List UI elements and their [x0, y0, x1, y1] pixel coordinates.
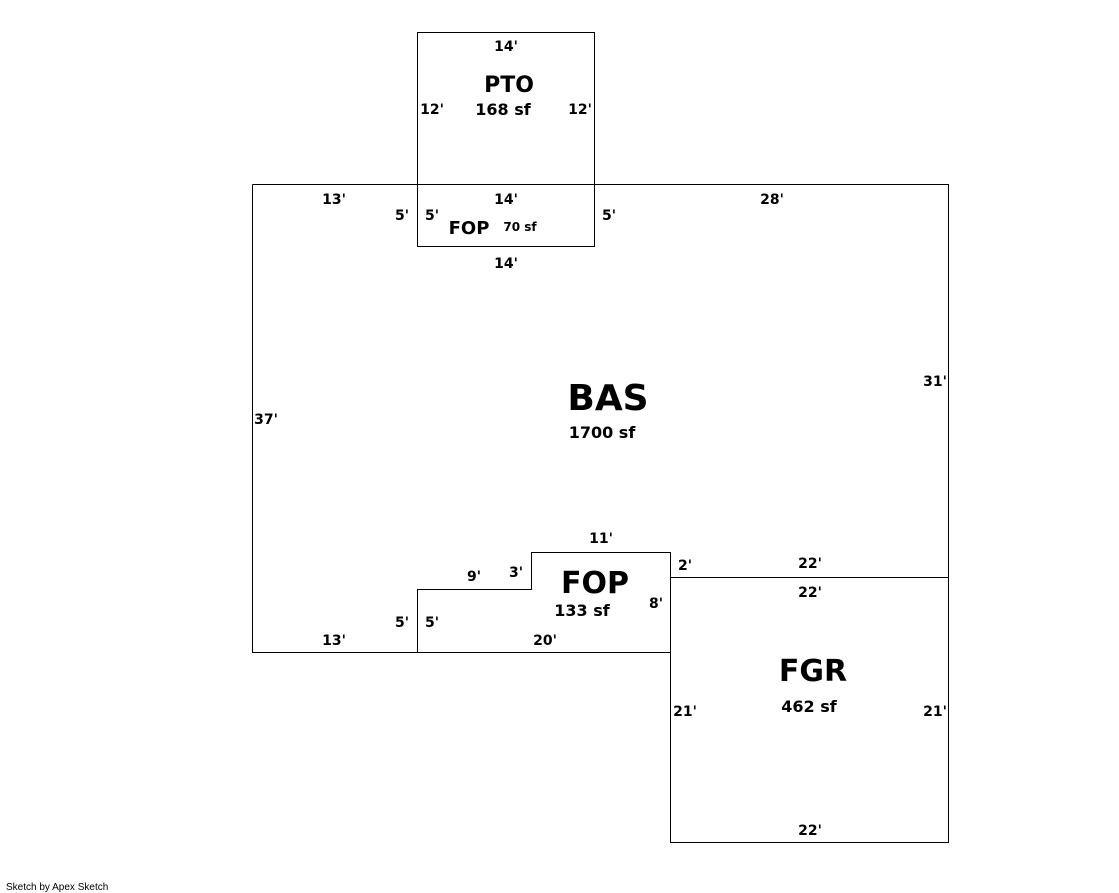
fgr-bottom-dimension: 22' [798, 823, 822, 839]
bas-area-sf: 1700 sf [569, 423, 637, 442]
fop-top-area-name: FOP [449, 218, 490, 239]
bas-right-step-dimension: 2' [678, 558, 692, 574]
pto-right-dimension: 12' [568, 102, 592, 118]
pto-top-dimension: 14' [494, 39, 518, 55]
fop-bottom-outline [417, 552, 671, 653]
fop-bottom-left-inner-dimension: 5' [425, 615, 439, 631]
fgr-area-name: FGR [779, 654, 847, 689]
fgr-outline [670, 577, 949, 843]
fop-top-area-sf: 70 sf [503, 220, 537, 234]
fop-top-bottom-dimension: 14' [494, 256, 518, 272]
fgr-right-dimension: 21' [923, 704, 947, 720]
bas-top-right-dimension: 28' [760, 192, 784, 208]
fop-bottom-left-outer-dimension: 5' [395, 615, 409, 631]
fop-top-left-outer-dimension: 5' [395, 208, 409, 224]
fgr-left-dimension: 21' [673, 704, 697, 720]
bas-left-dimension: 37' [254, 412, 278, 428]
fop-bottom-step-height-dimension: 3' [509, 565, 523, 581]
fop-bottom-area-sf: 133 sf [554, 601, 610, 620]
bas-fgr-shared-top-dimension: 22' [798, 556, 822, 572]
bas-top-left-dimension: 13' [322, 192, 346, 208]
bas-area-name: BAS [567, 378, 648, 419]
pto-area-name: PTO [484, 73, 534, 98]
fop-top-right-dimension: 5' [602, 208, 616, 224]
fgr-area-sf: 462 sf [781, 697, 837, 716]
fop-top-left-inner-dimension: 5' [425, 208, 439, 224]
fop-bottom-step-width-dimension: 9' [467, 569, 481, 585]
fop-top-top-dimension: 14' [494, 192, 518, 208]
fop-bottom-right-dimension: 8' [649, 596, 663, 612]
fop-bottom-bottom-dimension: 20' [533, 633, 557, 649]
fop-bottom-top-dimension: 11' [589, 531, 613, 547]
bas-bottom-left-dimension: 13' [322, 633, 346, 649]
sketch-credit: Sketch by Apex Sketch [6, 882, 108, 893]
fop-bottom-area-name: FOP [561, 566, 629, 601]
fgr-top-dimension: 22' [798, 585, 822, 601]
pto-area-sf: 168 sf [475, 100, 531, 119]
pto-left-dimension: 12' [420, 102, 444, 118]
fop-top-outline [417, 184, 595, 247]
bas-right-dimension: 31' [923, 374, 947, 390]
